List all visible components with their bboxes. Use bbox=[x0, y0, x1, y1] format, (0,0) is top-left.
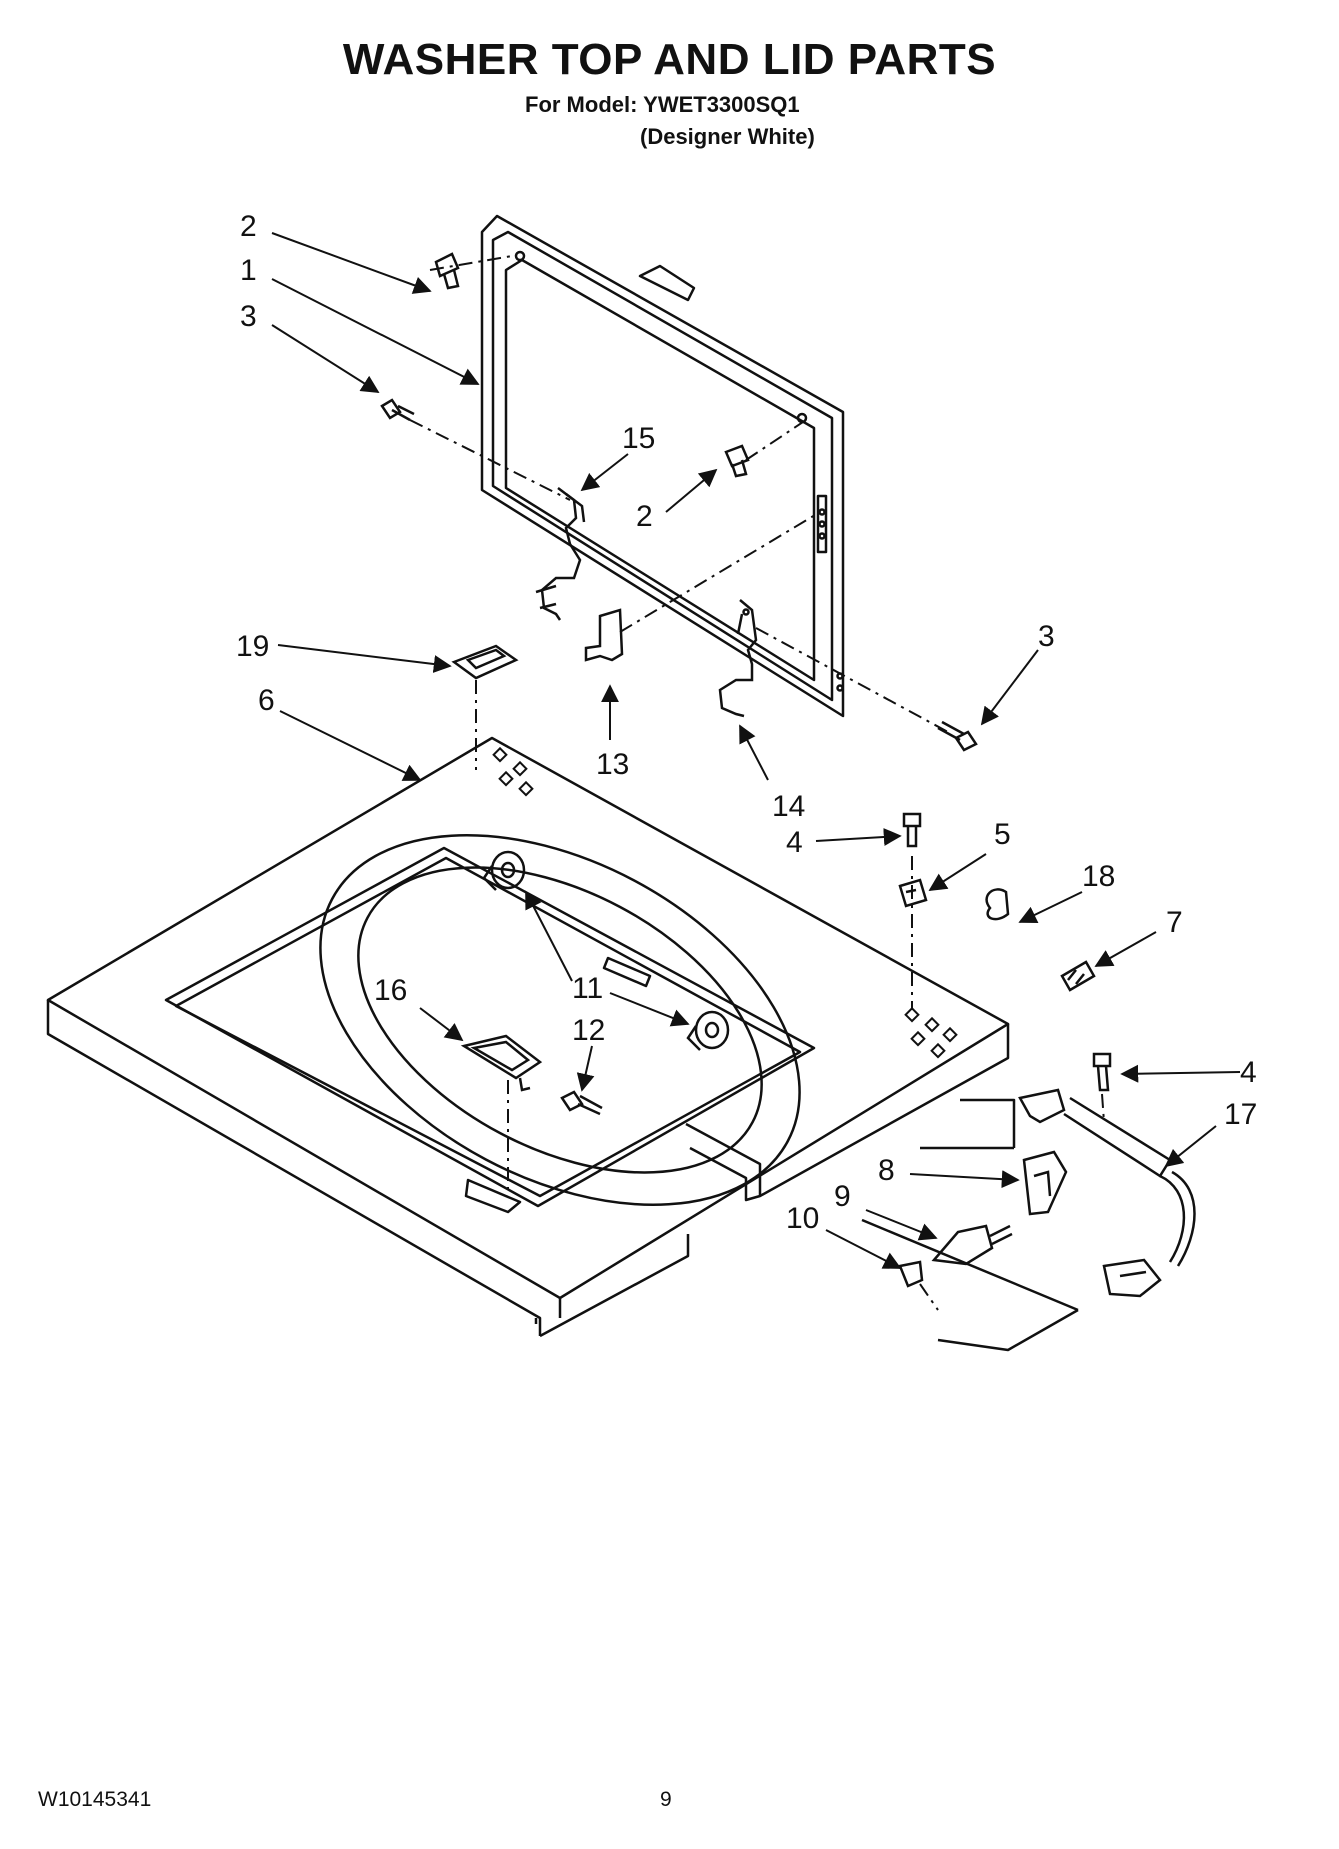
lid-screw-right bbox=[937, 720, 978, 752]
callout-labels: 2 1 3 15 2 19 3 6 13 14 4 5 18 7 11 16 1… bbox=[236, 210, 1257, 1235]
bumper-lower bbox=[686, 1010, 730, 1051]
callout-9: 9 bbox=[834, 1180, 851, 1213]
callout-12: 12 bbox=[572, 1014, 605, 1047]
screw-4-lower bbox=[1092, 1052, 1112, 1092]
callout-11: 11 bbox=[572, 972, 603, 1005]
page-number: 9 bbox=[660, 1788, 672, 1811]
bleach-cover bbox=[460, 1034, 543, 1092]
lid-pin-lower bbox=[724, 444, 750, 478]
clip-7 bbox=[1060, 960, 1096, 992]
callout-2-lower: 2 bbox=[636, 500, 653, 533]
callout-15: 15 bbox=[622, 422, 655, 455]
washer-top-panel bbox=[46, 736, 1079, 1352]
lid-hinge-left bbox=[535, 487, 586, 621]
callout-6: 6 bbox=[258, 684, 275, 717]
clip-10 bbox=[898, 1260, 924, 1288]
lid-pin-upper bbox=[434, 252, 460, 290]
page-header: WASHER TOP AND LID PARTS For Model: YWET… bbox=[0, 0, 1339, 160]
callout-1: 1 bbox=[240, 254, 257, 287]
callout-14: 14 bbox=[772, 790, 805, 823]
callout-3-right: 3 bbox=[1038, 620, 1055, 653]
callout-16: 16 bbox=[374, 974, 407, 1007]
lid-frame bbox=[480, 214, 845, 718]
callout-17: 17 bbox=[1224, 1098, 1257, 1131]
callout-13: 13 bbox=[596, 748, 629, 781]
switch-bracket-19 bbox=[451, 644, 519, 680]
plunger-9 bbox=[931, 1224, 1013, 1266]
callout-4-lower: 4 bbox=[1240, 1056, 1257, 1089]
callout-18: 18 bbox=[1082, 860, 1115, 893]
callout-10: 10 bbox=[786, 1202, 819, 1235]
lid-switch-8 bbox=[1022, 1150, 1068, 1216]
screw-12 bbox=[560, 1090, 603, 1116]
callout-7: 7 bbox=[1166, 906, 1183, 939]
callout-19: 19 bbox=[236, 630, 269, 663]
assembly-guide-lines bbox=[409, 255, 1105, 1311]
document-number: W10145341 bbox=[38, 1788, 152, 1811]
clip-18 bbox=[985, 888, 1010, 921]
hinge-bracket bbox=[584, 608, 624, 662]
callout-3-left: 3 bbox=[240, 300, 257, 333]
lid-switch-harness-17 bbox=[1018, 1088, 1196, 1298]
callout-4-upper: 4 bbox=[786, 826, 803, 859]
bumper-upper bbox=[482, 850, 526, 891]
model-number: For Model: YWET3300SQ1 bbox=[525, 92, 800, 117]
screw-4-upper bbox=[902, 812, 922, 848]
model-variant: (Designer White) bbox=[640, 124, 815, 149]
page-title: WASHER TOP AND LID PARTS bbox=[342, 35, 997, 84]
callout-2-upper: 2 bbox=[240, 210, 257, 243]
lid-screw-left bbox=[380, 398, 415, 422]
lid-hinge-right bbox=[718, 599, 758, 718]
callout-5: 5 bbox=[994, 818, 1011, 851]
callout-8: 8 bbox=[878, 1154, 895, 1187]
callout-leaders bbox=[271, 232, 1241, 1269]
top-mounting-holes bbox=[492, 746, 958, 1059]
